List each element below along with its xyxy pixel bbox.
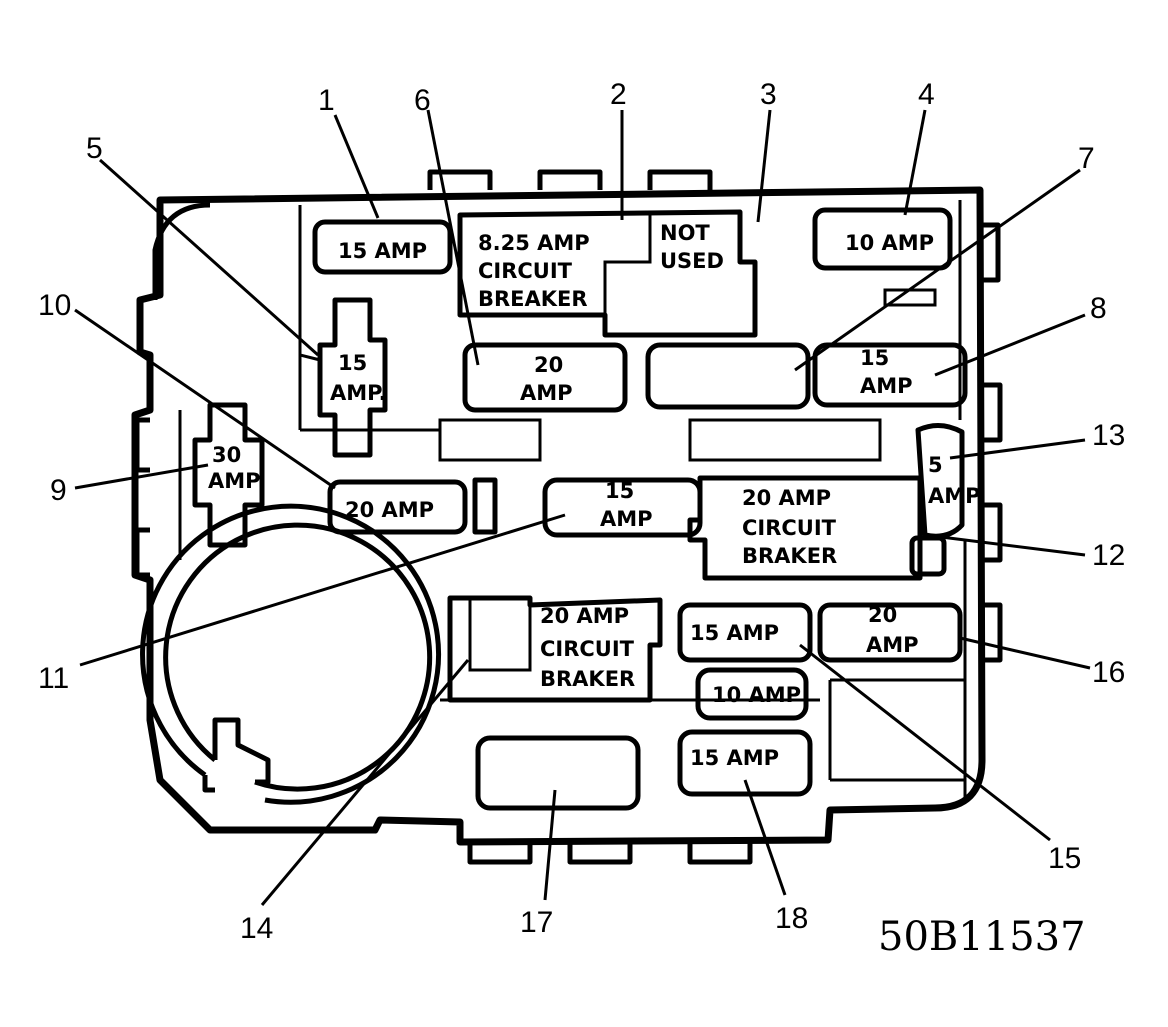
- fuse-labels: 15 AMP 8.25 AMP CIRCUIT BREAKER NOT USED…: [208, 221, 981, 770]
- callout-18: 18: [775, 902, 808, 935]
- fuse-15-label: 15 AMP: [690, 621, 779, 645]
- figure-code: 50B11537: [878, 914, 1086, 960]
- fuse-18-label: 15 AMP: [690, 746, 779, 770]
- connector-ring: [140, 503, 441, 805]
- fuse-2-body[interactable]: [457, 209, 758, 338]
- callout-17: 17: [520, 906, 553, 939]
- fuse-9-body[interactable]: [192, 402, 265, 548]
- fuse-14-label-line2: CIRCUIT: [540, 637, 635, 661]
- fuse-5-label-line2: AMP.: [330, 381, 387, 405]
- fuse-10-body[interactable]: [327, 479, 468, 535]
- callout-13: 13: [1092, 419, 1125, 452]
- fuse-11-label-line2: AMP: [600, 507, 653, 531]
- callout-2: 2: [610, 78, 627, 111]
- fuse-extra-body[interactable]: [695, 667, 809, 721]
- callout-16: 16: [1092, 656, 1125, 689]
- fuse-10-tab: [472, 477, 498, 535]
- fuse-12-label-line1: 20 AMP: [742, 486, 831, 510]
- fuse-10-label: 20 AMP: [345, 498, 434, 522]
- fuse-13-tab: [909, 535, 947, 577]
- fuse-5-label-line1: 15: [338, 351, 367, 375]
- leader-lines: [74, 109, 1091, 906]
- callout-1: 1: [318, 84, 335, 117]
- fuse-8-body[interactable]: [812, 342, 968, 408]
- callout-11: 11: [38, 662, 69, 695]
- callout-12: 12: [1092, 539, 1125, 572]
- fuse-16-label-line2: AMP: [866, 633, 919, 657]
- fuse-14-label-line1: 20 AMP: [540, 604, 629, 628]
- fuse-17-body[interactable]: [475, 735, 641, 811]
- callout-6: 6: [414, 84, 431, 117]
- callout-14: 14: [240, 912, 273, 945]
- fuse-13-label-line2: AMP: [928, 484, 981, 508]
- callout-numbers: 1 2 3 4 5 6 7 8 9 10 11 12 13 14 15 16 1…: [38, 78, 1125, 945]
- fuse-11-label-line1: 15: [605, 479, 634, 503]
- fuse-13-body[interactable]: [915, 423, 965, 539]
- fuse-13-label-line1: 5: [928, 453, 943, 477]
- fuse-3-label-line2: USED: [660, 249, 724, 273]
- fuse-16-label-line1: 20: [868, 603, 897, 627]
- fuse-12-label-line2: CIRCUIT: [742, 516, 837, 540]
- fuse-12-body[interactable]: [687, 475, 923, 581]
- fuse-8-label-line2: AMP: [860, 374, 913, 398]
- fuse-5-body[interactable]: [317, 297, 388, 458]
- fuse-8-label-line1: 15: [860, 346, 889, 370]
- fuse-9-label-line1: 30: [212, 443, 241, 467]
- callout-9: 9: [50, 474, 67, 507]
- fuse-2-label-line3: BREAKER: [478, 287, 588, 311]
- fuse-3-label-line1: NOT: [660, 221, 710, 245]
- callout-8: 8: [1090, 292, 1107, 325]
- callout-5: 5: [86, 132, 103, 165]
- fuse-18-body[interactable]: [677, 729, 813, 797]
- fuse-1-body[interactable]: [312, 219, 453, 275]
- fuse-16-body[interactable]: [817, 602, 963, 663]
- fuse-4-body[interactable]: [812, 207, 953, 271]
- fuse-14-label-line3: BRAKER: [540, 667, 635, 691]
- callout-15: 15: [1048, 842, 1081, 875]
- fuse-9-label-line2: AMP: [208, 469, 261, 493]
- fuse-12-label-line3: BRAKER: [742, 544, 837, 568]
- callout-7: 7: [1078, 142, 1095, 175]
- fuse-6-label-line1: 20: [534, 353, 563, 377]
- fuse-7-body[interactable]: [645, 342, 811, 410]
- fuse-1-label: 15 AMP: [338, 239, 427, 263]
- callout-3: 3: [760, 78, 777, 111]
- callout-4: 4: [918, 78, 935, 111]
- fuse-6-body[interactable]: [462, 342, 628, 413]
- fuse-extra-label: 10 AMP: [712, 683, 801, 707]
- callout-10: 10: [38, 289, 71, 322]
- fuse-2-label-line1: 8.25 AMP: [478, 231, 590, 255]
- fuse-15-body[interactable]: [677, 602, 813, 663]
- fuse-2-label-line2: CIRCUIT: [478, 259, 573, 283]
- fuse-4-label: 10 AMP: [845, 231, 934, 255]
- fuse-slots: [192, 207, 968, 811]
- fuse-6-label-line2: AMP: [520, 381, 573, 405]
